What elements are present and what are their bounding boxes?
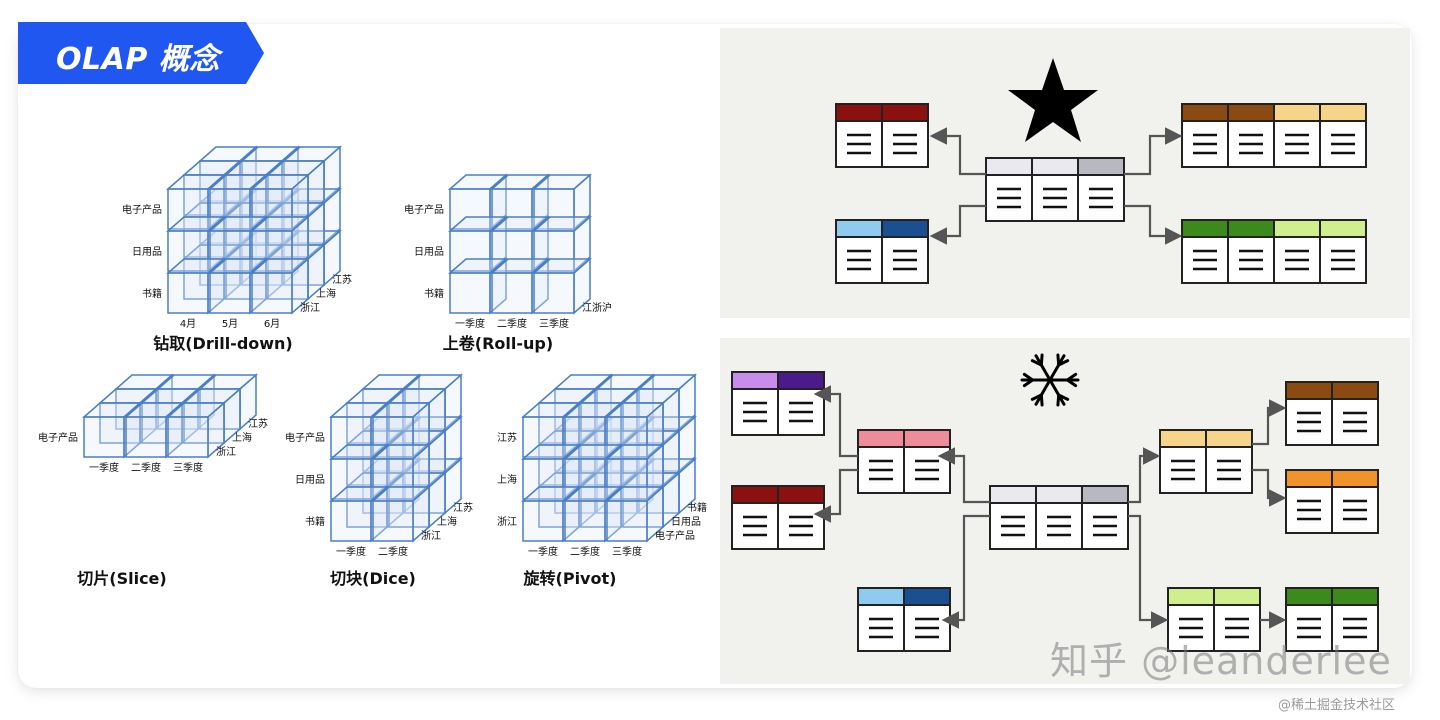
axis-label-y: 电子产品 [38, 431, 78, 444]
axis-label-y: 上海 [497, 473, 517, 486]
axis-label-x: 一季度 [455, 317, 485, 330]
axis-label-y: 浙江 [497, 516, 517, 528]
snowflake-dim-table [857, 429, 951, 494]
axis-label-x: 二季度 [378, 545, 408, 558]
snowflake-subdim-table [1285, 381, 1379, 446]
axis-label-x: 三季度 [173, 461, 203, 474]
axis-label-y: 书籍 [424, 287, 444, 300]
axis-label-x: 6月 [264, 318, 280, 330]
cube-caption: 切片(Slice) [77, 569, 166, 588]
axis-label-z: 浙江 [421, 530, 441, 542]
cube-caption: 切块(Dice) [330, 569, 416, 588]
snowflake-dim-table [1159, 429, 1253, 494]
star-schema [835, 58, 1367, 284]
snowflake-subdim-table [731, 371, 825, 436]
axis-label-z: 上海 [437, 515, 457, 528]
star-dim-table [1181, 103, 1367, 168]
cube-roll-up: 电子产品日用品书籍一季度二季度三季度江浙沪上卷(Roll-up) [404, 173, 612, 353]
axis-label-z: 江苏 [332, 273, 352, 286]
snowflake-icon [1020, 353, 1080, 407]
page-title: OLAP 概念 [56, 42, 220, 77]
snowflake-subdim-table [731, 485, 825, 550]
axis-label-z: 浙江 [216, 446, 236, 458]
credit-text: @稀土掘金技术社区 [1278, 698, 1396, 713]
axis-label-z: 上海 [316, 287, 336, 300]
star-fact-table [985, 157, 1125, 222]
axis-label-z: 电子产品 [655, 529, 695, 542]
cube-caption: 旋转(Pivot) [523, 569, 617, 588]
axis-label-x: 一季度 [528, 545, 558, 558]
axis-label-z: 上海 [232, 431, 252, 444]
star-dim-table [1181, 219, 1367, 284]
watermark-text: 知乎 @leanderlee [1050, 639, 1392, 683]
axis-label-y: 书籍 [305, 515, 325, 528]
header-banner: OLAP 概念 [18, 22, 264, 84]
snowflake-subdim-table [1285, 469, 1379, 534]
axis-label-x: 二季度 [497, 317, 527, 330]
snowflake-dim-table [1167, 587, 1261, 652]
axis-label-z: 浙江 [300, 302, 320, 314]
axis-label-z: 日用品 [671, 516, 701, 528]
schema-diagrams [720, 28, 1410, 684]
axis-label-z: 江苏 [248, 417, 268, 430]
snowflake-subdim-table [1285, 587, 1379, 652]
axis-label-x: 一季度 [336, 545, 366, 558]
axis-label-x: 一季度 [89, 461, 119, 474]
axis-label-z: 江浙沪 [582, 301, 612, 314]
cube-caption: 上卷(Roll-up) [443, 334, 553, 353]
axis-label-x: 4月 [180, 318, 196, 330]
axis-label-y: 电子产品 [404, 203, 444, 216]
star-icon [1008, 58, 1098, 142]
snowflake-fact-table [989, 485, 1129, 550]
cube-dice: 电子产品日用品书籍一季度二季度 江苏上海浙江切块(Dice) [285, 373, 473, 588]
axis-label-y: 电子产品 [122, 203, 162, 216]
axis-label-x: 二季度 [570, 545, 600, 558]
axis-label-y: 书籍 [142, 287, 162, 300]
snowflake-dim-table [857, 587, 951, 652]
cube-caption: 钻取(Drill-down) [153, 334, 293, 353]
axis-label-y: 日用品 [132, 246, 162, 258]
axis-label-z: 书籍 [687, 501, 707, 514]
axis-label-x: 5月 [222, 318, 238, 330]
banner-shape [18, 22, 264, 84]
cube-slice: 电子产品一季度二季度三季度 江苏上海浙江切片(Slice) [38, 373, 268, 588]
axis-label-y: 江苏 [497, 431, 517, 444]
cube-pivot: 江苏上海浙江一季度二季度三季度 书籍日用品电子产品旋转(Pivot) [497, 373, 707, 588]
axis-label-y: 日用品 [414, 246, 444, 258]
snowflake-schema [731, 353, 1379, 652]
axis-label-z: 江苏 [453, 501, 473, 514]
axis-label-x: 三季度 [539, 317, 569, 330]
axis-label-x: 二季度 [131, 461, 161, 474]
star-dim-table [835, 219, 929, 284]
axis-label-x: 三季度 [612, 545, 642, 558]
axis-label-y: 电子产品 [285, 431, 325, 444]
star-dim-table [835, 103, 929, 168]
axis-label-y: 日用品 [295, 474, 325, 486]
